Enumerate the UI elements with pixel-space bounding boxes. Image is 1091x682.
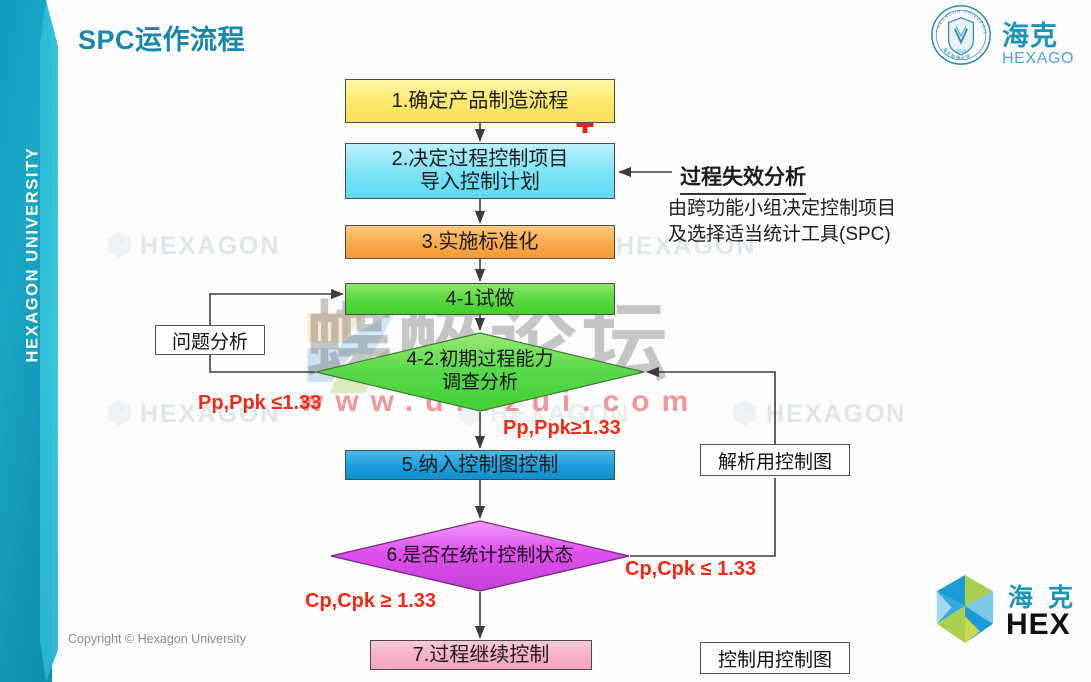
flow-node-6-label: 6.是否在统计控制状态 [386,544,574,566]
flow-node-2[interactable]: 2.决定过程控制项目 导入控制计划 [345,143,615,199]
edge-label-cp-cpk-ge: Cp,Cpk ≥ 1.33 [305,590,437,612]
footer-brand-en: HEX [1006,608,1071,641]
hexagon-watermark-text: HEXAGON [766,400,907,428]
sidebar-vertical-label: HEXAGON UNIVERSITY [23,146,42,363]
copyright-text: Copyright © Hexagon University [68,632,247,646]
flow-node-3[interactable]: 3.实施标准化 [345,225,615,259]
flow-node-5[interactable]: 5.纳入控制图控制 [345,450,615,480]
hexagon-watermark-icon [730,398,760,428]
svg-text:2013: 2013 [956,48,966,53]
annotation-title: 过程失效分析 [680,161,806,195]
page-title: SPC运作流程 [78,25,246,55]
side-box-problem-analysis[interactable]: 问题分析 [155,325,265,355]
red-cross-icon [575,115,595,135]
edge-label-pp-ppk-ge: Pp,Ppk≥1.33 [503,417,621,439]
university-seal-logo: 2013 HEXAGON UNIVERSITY 海克斯康大学 [928,0,992,66]
ribbon-band-light [40,0,58,682]
hexagon-logo [928,572,1002,646]
hexagon-watermark-text: HEXAGON [616,232,757,260]
flow-node-4-2[interactable]: 4-2.初期过程能力 调查分析 [315,332,645,412]
sidebar-ribbon: HEXAGON UNIVERSITY [0,0,58,682]
flow-node-6[interactable]: 6.是否在统计控制状态 [330,520,630,592]
flow-node-7[interactable]: 7.过程继续控制 [370,640,592,670]
edge-label-pp-ppk-le: Pp,Ppk ≤1.33 [198,392,322,414]
hexagon-watermark-text: HEXAGON [140,400,281,428]
side-box-analysis-chart[interactable]: 解析用控制图 [700,444,850,476]
flow-node-1[interactable]: 1.确定产品制造流程 [345,79,615,123]
flow-node-4-2-label: 4-2.初期过程能力 调查分析 [406,349,554,393]
header-brand-cn: 海克 [1002,21,1058,51]
flow-node-4-1[interactable]: 4-1试做 [345,283,615,315]
footer-brand-cn: 海 克 [1008,584,1077,612]
edge-label-cp-cpk-le: Cp,Cpk ≤ 1.33 [625,558,757,580]
header-brand-en: HEXAGO [1002,50,1075,67]
hexagon-watermark-icon [104,398,134,428]
hexagon-watermark-text: HEXAGON [140,232,281,260]
side-box-control-chart[interactable]: 控制用控制图 [700,642,850,674]
annotation-body: 由跨功能小组决定控制项目 及选择适当统计工具(SPC) [668,198,897,245]
hexagon-watermark-icon [104,230,134,260]
hexagon-watermark-text: HEXAGON [490,400,631,428]
